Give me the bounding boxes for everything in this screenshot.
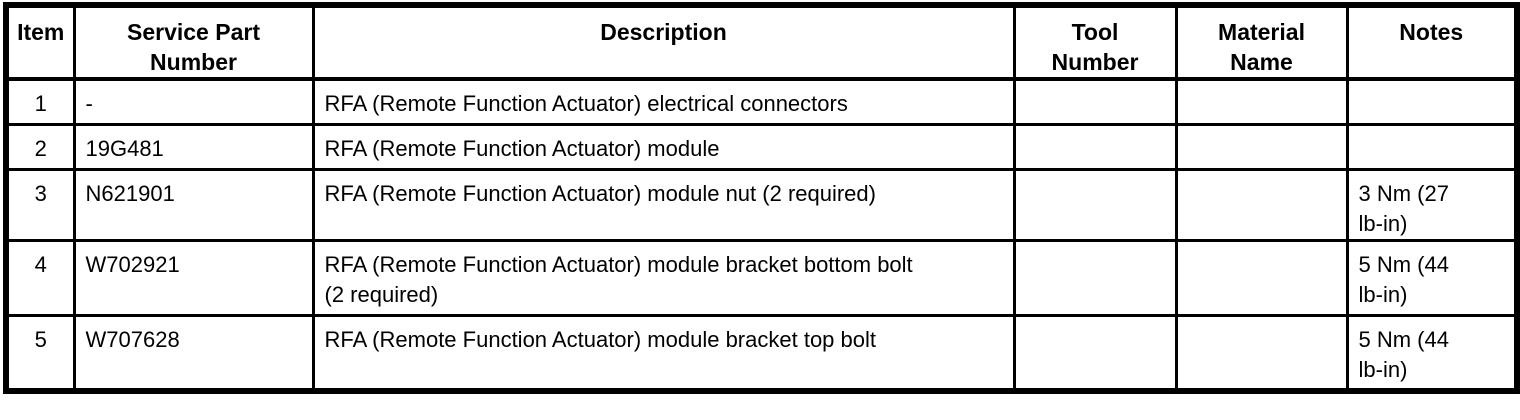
cell-notes: 5 Nm (44 lb-in) <box>1345 313 1519 393</box>
cell-notes <box>1345 122 1519 171</box>
column-header-tool-number: Tool Number <box>1012 3 1178 81</box>
column-header-item: Item <box>4 3 76 81</box>
cell-item: 4 <box>4 238 76 317</box>
cell-tool-number <box>1012 77 1178 126</box>
cell-notes: 5 Nm (44 lb-in) <box>1345 238 1519 317</box>
cell-description: RFA (Remote Function Actuator) module br… <box>311 313 1016 393</box>
cell-service-part-number: N621901 <box>72 167 315 242</box>
cell-item: 3 <box>4 167 76 242</box>
cell-notes: 3 Nm (27 lb-in) <box>1345 167 1519 242</box>
cell-notes <box>1345 77 1519 126</box>
table-body: 1-RFA (Remote Function Actuator) electri… <box>4 77 1519 393</box>
cell-item: 1 <box>4 77 76 126</box>
cell-material-name <box>1174 167 1349 242</box>
cell-description: RFA (Remote Function Actuator) electrica… <box>311 77 1016 126</box>
cell-tool-number <box>1012 238 1178 317</box>
cell-tool-number <box>1012 313 1178 393</box>
cell-service-part-number: - <box>72 77 315 126</box>
cell-description: RFA (Remote Function Actuator) module nu… <box>311 167 1016 242</box>
cell-material-name <box>1174 77 1349 126</box>
cell-description: RFA (Remote Function Actuator) module <box>311 122 1016 171</box>
cell-item: 5 <box>4 313 76 393</box>
cell-material-name <box>1174 122 1349 171</box>
cell-description: RFA (Remote Function Actuator) module br… <box>311 238 1016 317</box>
column-header-notes: Notes <box>1345 3 1519 81</box>
cell-tool-number <box>1012 122 1178 171</box>
cell-item: 2 <box>4 122 76 171</box>
cell-material-name <box>1174 313 1349 393</box>
cell-material-name <box>1174 238 1349 317</box>
column-header-description: Description <box>311 3 1016 81</box>
cell-service-part-number: W707628 <box>72 313 315 393</box>
cell-service-part-number: 19G481 <box>72 122 315 171</box>
cell-tool-number <box>1012 167 1178 242</box>
table-row: 1-RFA (Remote Function Actuator) electri… <box>4 77 1519 126</box>
column-header-material-name: Material Name <box>1174 3 1349 81</box>
column-header-service-part-number: Service Part Number <box>72 3 315 81</box>
cell-service-part-number: W702921 <box>72 238 315 317</box>
